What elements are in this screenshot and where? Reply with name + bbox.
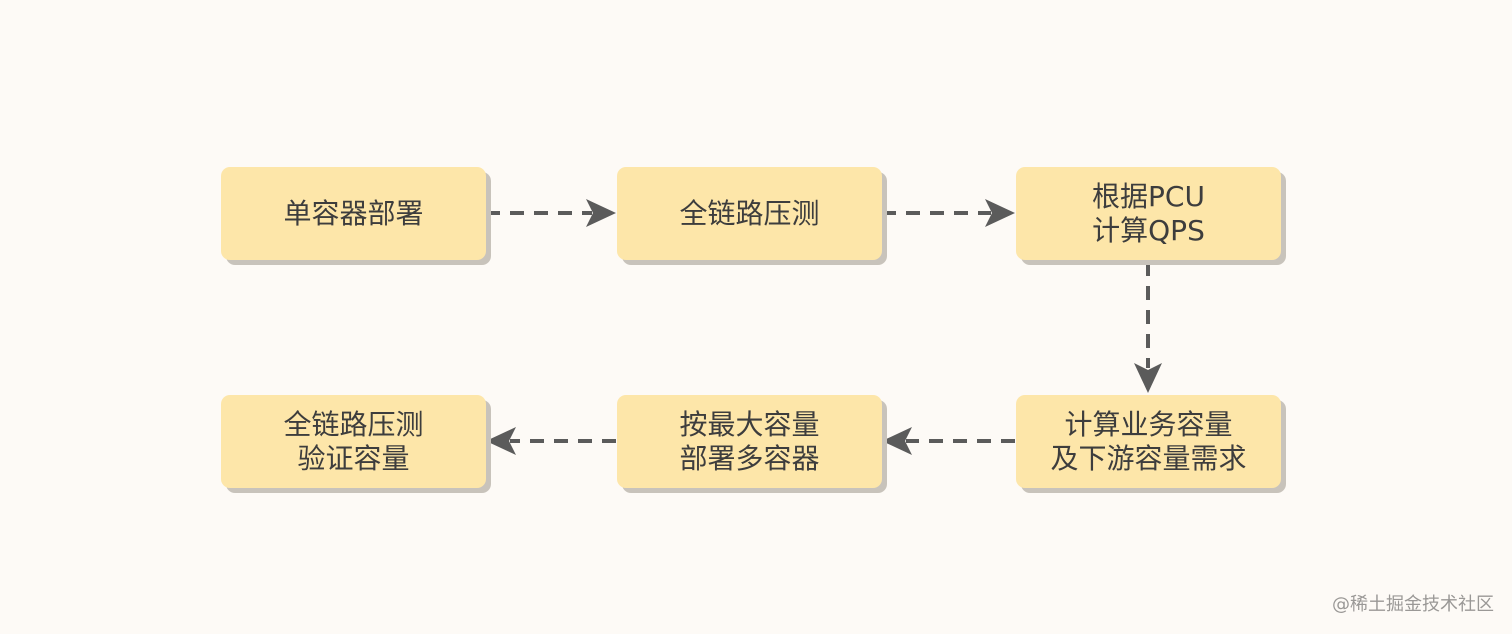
node-label-line: 计算QPS [1092,213,1205,247]
node-label-line: 全链路压测 [679,196,820,230]
node-deploy-multi-containers: 按最大容量 部署多容器 [617,395,882,488]
edge-n1-n2 [486,199,616,227]
edge-n3-n4-arrowhead [1134,363,1162,393]
node-calc-qps-from-pcu: 根据PCU 计算QPS [1016,167,1281,260]
node-label-line: 计算业务容量 [1064,407,1233,441]
node-label-line: 及下游容量需求 [1050,441,1247,475]
edge-n2-n3 [882,199,1015,227]
edge-n4-n5 [882,427,1015,455]
edge-n2-n3-arrowhead [985,199,1015,227]
node-calc-capacity-needs: 计算业务容量 及下游容量需求 [1016,395,1281,488]
edge-n4-n5-arrowhead [882,427,912,455]
node-verify-capacity: 全链路压测 验证容量 [221,395,486,488]
node-single-container-deploy: 单容器部署 [221,167,486,260]
node-label-line: 单容器部署 [283,196,424,230]
edge-n5-n6 [486,427,616,455]
edge-n3-n4 [1134,262,1162,393]
node-full-link-stress-test: 全链路压测 [617,167,882,260]
node-label-line: 根据PCU [1092,179,1205,213]
watermark: @稀土掘金技术社区 [1332,594,1494,615]
edge-n5-n6-arrowhead [486,427,516,455]
node-label-line: 按最大容量 [679,407,820,441]
node-label-line: 验证容量 [297,441,410,475]
node-label-line: 全链路压测 [283,407,424,441]
node-label-line: 部署多容器 [679,441,820,475]
edge-n1-n2-arrowhead [586,199,616,227]
